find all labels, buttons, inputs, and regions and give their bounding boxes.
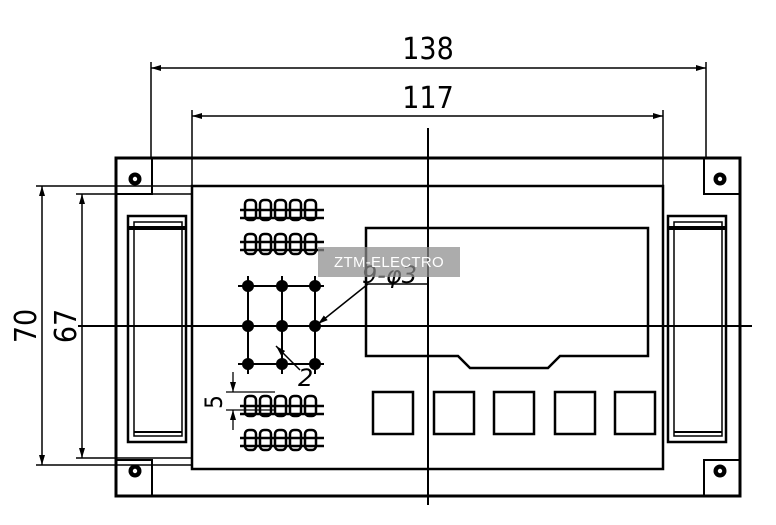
led-row-1 <box>240 198 324 222</box>
key-button-4 <box>553 390 597 436</box>
dim-small-gap: 5 <box>200 395 228 409</box>
dim-overall-width: 138 <box>402 32 454 67</box>
pitch-leader <box>275 345 301 371</box>
corner-hole-br <box>713 464 727 478</box>
corner-hole-tr <box>713 172 727 186</box>
display-window <box>364 226 650 370</box>
pitch-label: 2 <box>298 364 313 392</box>
hole-callout-leader <box>317 283 369 325</box>
led-row-4 <box>240 428 324 452</box>
key-button-1 <box>371 390 415 436</box>
right-slot <box>666 214 728 444</box>
led-row-3 <box>240 394 324 418</box>
corner-hole-tl <box>128 172 142 186</box>
corner-hole-bl <box>128 464 142 478</box>
dim-window-width: 117 <box>402 81 454 116</box>
corner-square-br <box>703 459 741 497</box>
corner-square-bl <box>115 459 153 497</box>
dim-small-gap <box>226 372 275 430</box>
led-row-2 <box>240 232 324 256</box>
left-slot <box>126 214 188 444</box>
key-button-3 <box>492 390 536 436</box>
key-button-5 <box>613 390 657 436</box>
grid-holes <box>242 280 321 370</box>
dim-overall-height: 70 <box>9 309 44 343</box>
watermark-label: ZTM-ELECTRO <box>318 247 460 277</box>
dim-window-height: 67 <box>49 309 84 343</box>
key-button-2 <box>432 390 476 436</box>
corner-square-tr <box>703 157 741 195</box>
